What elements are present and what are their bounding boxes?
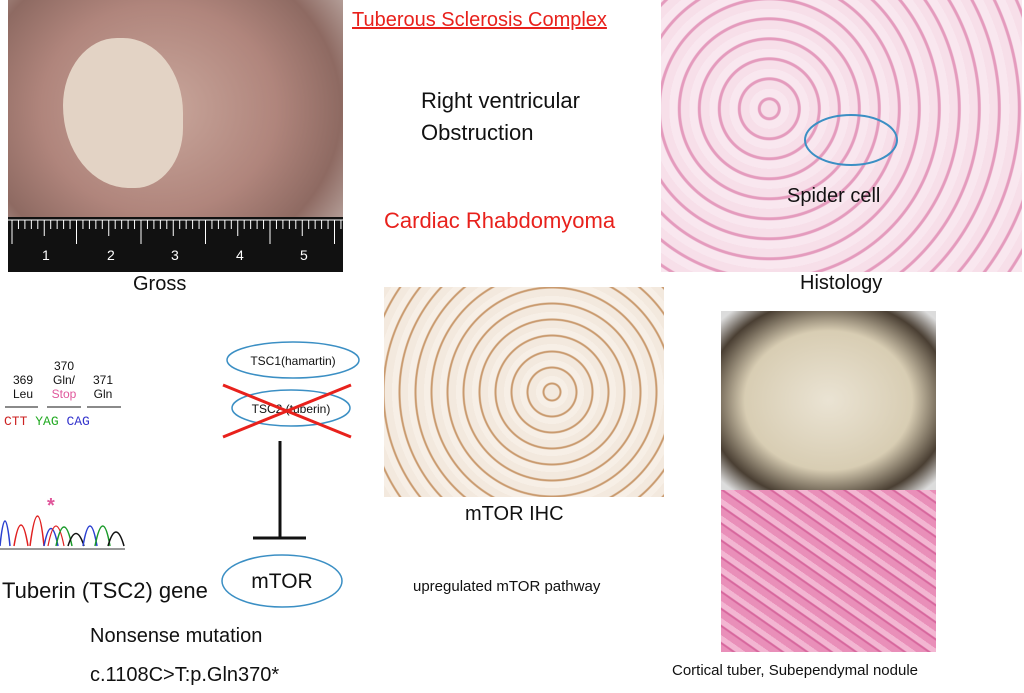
cortical-tuber-histology-image (721, 490, 936, 652)
clinical-line-2: Obstruction (421, 120, 534, 145)
tsc1-node (226, 341, 360, 379)
spider-cell-label: Spider cell (787, 185, 881, 207)
codon-aa: Leu (12, 387, 34, 401)
mutation-type: Nonsense mutation (90, 625, 263, 647)
tsc1-label: TSC1(hamartin) (250, 354, 335, 368)
codon-underlines (5, 406, 121, 408)
codon-bases: YAG (35, 414, 59, 429)
mutation-marker: * (47, 495, 55, 517)
histology-image: Spider cell (661, 0, 1022, 272)
brain-caption: Cortical tuber, Subependymal nodule (672, 662, 918, 679)
ihc-label: mTOR IHC (465, 503, 564, 525)
mtor-node (221, 554, 343, 608)
codon-stop: Stop (51, 387, 77, 401)
codon-aa: Gln/ (52, 373, 75, 387)
ruler-tick: 5 (300, 247, 308, 263)
codon-bases: CAG (66, 414, 90, 429)
mutation-notation: c.1108C>T:p.Gln370* (90, 664, 280, 686)
codon-number: 369 (12, 373, 34, 387)
gross-specimen-photo: 1 2 3 4 5 (8, 0, 343, 272)
inactivated-cross-icon (222, 383, 352, 439)
diagnosis-label: Cardiac Rhabdomyoma (384, 208, 616, 233)
spider-cell-highlight (804, 114, 898, 166)
ruler-tick: 2 (107, 247, 115, 263)
slide-title: Tuberous Sclerosis Complex (352, 9, 607, 31)
sequencing-chromatogram: * (0, 495, 125, 550)
codon-number: 371 (92, 373, 114, 387)
mtor-ihc-image (384, 287, 664, 497)
codon-bases: CTT (4, 414, 28, 429)
codon-number: 370 (53, 359, 75, 373)
brain-coronal-section-photo (721, 311, 936, 490)
pathway-note: upregulated mTOR pathway (413, 578, 601, 595)
tsc2-node (231, 389, 351, 427)
ruler-tick: 3 (171, 247, 179, 263)
tsc-pathway-diagram: TSC1(hamartin) TSC2 (tuberin) mTOR (221, 341, 360, 608)
ruler-tick: 4 (236, 247, 244, 263)
clinical-line-1: Right ventricular (421, 88, 580, 113)
histology-label: Histology (800, 272, 883, 294)
ruler-tick: 1 (42, 247, 50, 263)
ruler: 1 2 3 4 5 (8, 217, 343, 272)
gross-label: Gross (133, 273, 187, 295)
gene-label: Tuberin (TSC2) gene (2, 578, 208, 603)
codon-aa: Gln (93, 387, 113, 401)
mtor-label: mTOR (251, 570, 312, 593)
